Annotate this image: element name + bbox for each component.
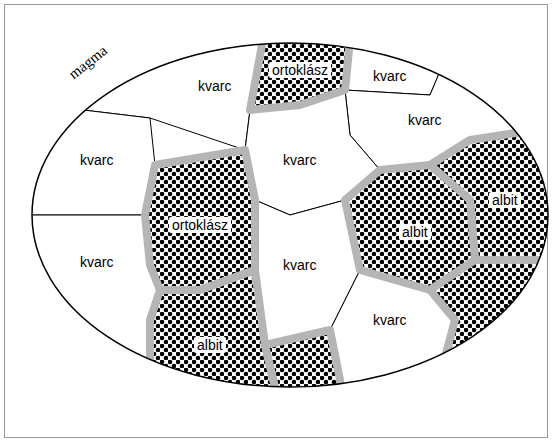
grain-node: albit [194, 336, 226, 354]
grain-node: kvarc [80, 253, 113, 271]
mineral-name: albit [399, 224, 431, 240]
mineral-name: ortoklász [169, 217, 231, 233]
xenolith-outline [32, 43, 548, 387]
grain-node: kvarc [80, 151, 113, 169]
grain-node: albit [399, 223, 431, 241]
mineral-name: kvarc [80, 254, 113, 270]
grain-node: albit [489, 191, 521, 209]
mineral-name: kvarc [80, 152, 113, 168]
mineral-name: albit [489, 192, 521, 208]
mineral-name: kvarc [408, 112, 441, 128]
mineral-name: kvarc [283, 152, 316, 168]
region-label: magma [65, 42, 110, 83]
mineral-name: ortoklász [269, 62, 331, 78]
grain-node: kvarc [408, 111, 441, 129]
grain-node: ortoklász [269, 61, 331, 79]
grain-node: kvarc [373, 311, 406, 329]
mineral-name: kvarc [198, 78, 231, 94]
grain-node: kvarc [283, 256, 316, 274]
mineral-name: kvarc [373, 312, 406, 328]
feldspar-grains [145, 0, 553, 443]
grain-node: kvarc [283, 151, 316, 169]
mineral-name: albit [194, 337, 226, 353]
mineral-name: kvarc [283, 257, 316, 273]
grain-node: kvarc [198, 77, 231, 95]
mineral-name: kvarc [373, 68, 406, 84]
grain-node: kvarc [373, 67, 406, 85]
grain-node: ortoklász [169, 216, 231, 234]
